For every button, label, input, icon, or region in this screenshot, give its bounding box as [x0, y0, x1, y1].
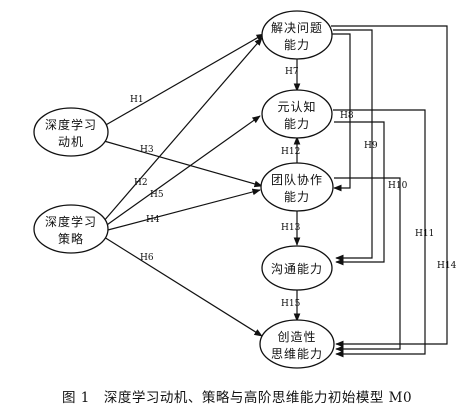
edge-h11	[333, 109, 426, 358]
edge-h4	[103, 188, 261, 232]
edge-h2	[102, 37, 263, 223]
label-h12: H12	[281, 147, 300, 157]
label-h5: H5	[150, 190, 164, 200]
label-h9: H9	[364, 141, 378, 151]
node-motivation-line2: 动机	[58, 135, 84, 149]
label-h3: H3	[140, 145, 154, 155]
node-motivation-line1: 深度学习	[45, 117, 97, 132]
node-strategy	[33, 204, 109, 254]
node-strategy-line2: 策略	[58, 231, 84, 246]
label-h6: H6	[140, 253, 154, 263]
label-h13: H13	[281, 223, 301, 233]
node-problem-solving-line2: 能力	[284, 38, 310, 52]
node-communication-line1: 沟通能力	[271, 262, 323, 276]
node-problem-solving-line1: 解决问题	[271, 21, 323, 35]
edge-h5	[103, 115, 261, 228]
edge-h6	[103, 236, 263, 337]
edge-h10	[334, 177, 401, 353]
edge-h1	[103, 33, 265, 127]
node-creative-thinking-line1: 创造性	[277, 330, 316, 344]
label-h1: H1	[130, 95, 144, 105]
label-h11: H11	[415, 229, 434, 239]
node-metacognition	[261, 89, 333, 139]
label-h7: H7	[285, 67, 299, 77]
node-metacognition-line2: 能力	[284, 117, 310, 131]
label-h10: H10	[388, 181, 408, 191]
node-communication	[261, 245, 333, 291]
figure-caption: 图 1 深度学习动机、策略与高阶思维能力初始模型 M0	[61, 390, 413, 406]
label-h8: H8	[340, 111, 354, 121]
edge-h9	[333, 29, 373, 262]
edge-meta-communication	[334, 121, 385, 266]
edge-h3	[103, 140, 263, 188]
node-metacognition-line1: 元认知	[277, 100, 316, 114]
node-collaboration-line1: 团队协作	[271, 172, 323, 187]
node-strategy-line1: 深度学习	[45, 214, 97, 229]
node-collaboration	[260, 162, 334, 212]
label-h14: H14	[437, 261, 457, 271]
edge-h8	[332, 33, 351, 192]
edge-h14	[331, 25, 448, 348]
node-problem-solving	[261, 10, 333, 60]
label-h2: H2	[134, 178, 148, 188]
node-collaboration-line2: 能力	[284, 190, 310, 204]
node-creative-thinking-line2: 思维能力	[271, 347, 323, 361]
label-h4: H4	[146, 215, 160, 225]
node-motivation	[33, 107, 109, 157]
label-h15: H15	[281, 299, 301, 309]
node-creative-thinking	[259, 319, 335, 369]
